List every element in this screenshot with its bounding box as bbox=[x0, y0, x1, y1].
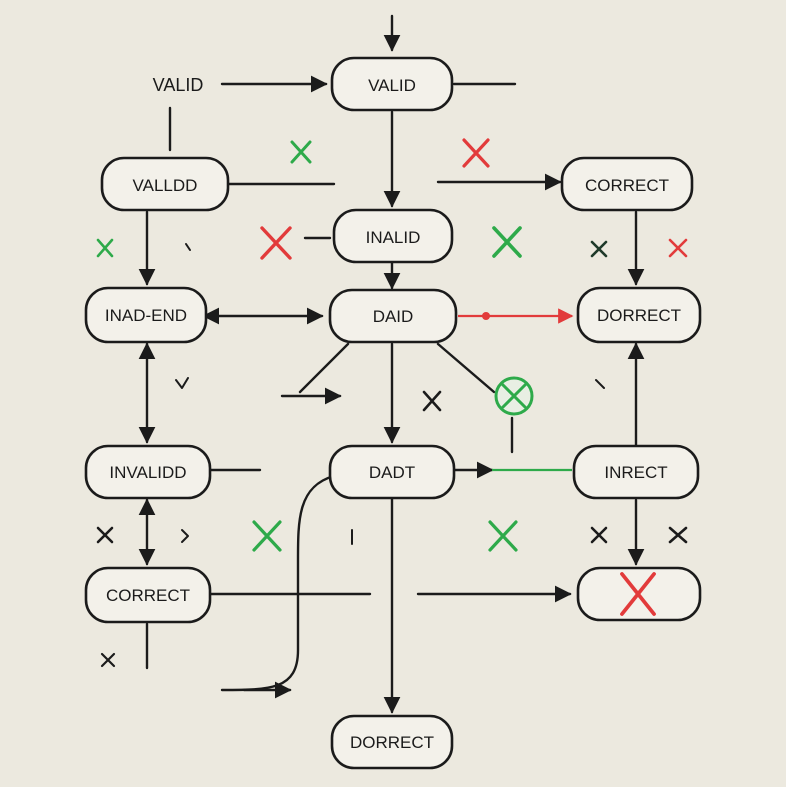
node-inad-end-label: INAD-END bbox=[105, 306, 187, 325]
green-x-icon bbox=[252, 520, 282, 552]
node-dadt-label: DADT bbox=[369, 463, 415, 482]
node-inalid-label: INALID bbox=[366, 228, 421, 247]
red-x-icon bbox=[260, 226, 292, 260]
dark-x-icon bbox=[96, 526, 114, 544]
node-dorrect-right bbox=[576, 286, 702, 344]
circle-x-icon bbox=[494, 376, 534, 416]
red-x-icon bbox=[668, 238, 688, 258]
node-inrect-label: INRECT bbox=[604, 463, 667, 482]
node-invalidd-label: INVALIDD bbox=[109, 463, 186, 482]
node-correct-left-label: CORRECT bbox=[106, 586, 190, 605]
node-inad-end bbox=[84, 286, 208, 344]
node-top-valid bbox=[330, 56, 454, 112]
red-x-icon bbox=[462, 138, 490, 168]
valid-input-label: VALID bbox=[153, 75, 204, 95]
node-valldd-label: VALLDD bbox=[133, 176, 198, 195]
edge-dadt-curve bbox=[220, 474, 336, 692]
node-dorrect-right-label: DORRECT bbox=[597, 306, 681, 325]
tick-mark-icon bbox=[175, 243, 605, 545]
node-dorrect-bottom-label: DORRECT bbox=[350, 733, 434, 752]
edge-daid-diag-left bbox=[298, 342, 350, 394]
dark-x-icon bbox=[422, 390, 442, 412]
dark-x-icon bbox=[668, 526, 688, 544]
dark-x-icon bbox=[590, 526, 608, 544]
edge-daid-diag-right bbox=[436, 342, 496, 394]
red-junction-dot bbox=[482, 312, 490, 320]
node-correct-top-label: CORRECT bbox=[585, 176, 669, 195]
node-dorrect-bottom bbox=[330, 714, 454, 770]
node-daid-label: DAID bbox=[373, 307, 414, 326]
node-correct-top bbox=[560, 156, 694, 212]
green-x-icon bbox=[96, 238, 114, 258]
green-x-icon bbox=[488, 520, 518, 552]
green-x-icon bbox=[290, 140, 312, 164]
node-correct-left bbox=[84, 566, 212, 624]
node-invalidd bbox=[84, 444, 212, 500]
dark-x-icon bbox=[590, 240, 608, 258]
dark-x-icon bbox=[100, 652, 116, 668]
node-daid bbox=[328, 288, 458, 344]
node-inalid bbox=[332, 208, 454, 264]
node-inrect bbox=[572, 444, 700, 500]
node-valldd bbox=[100, 156, 230, 212]
red-x-in-box-icon bbox=[620, 572, 656, 616]
green-x-icon bbox=[492, 226, 522, 258]
node-top-valid-label: VALID bbox=[368, 76, 416, 95]
node-dadt bbox=[328, 444, 456, 500]
